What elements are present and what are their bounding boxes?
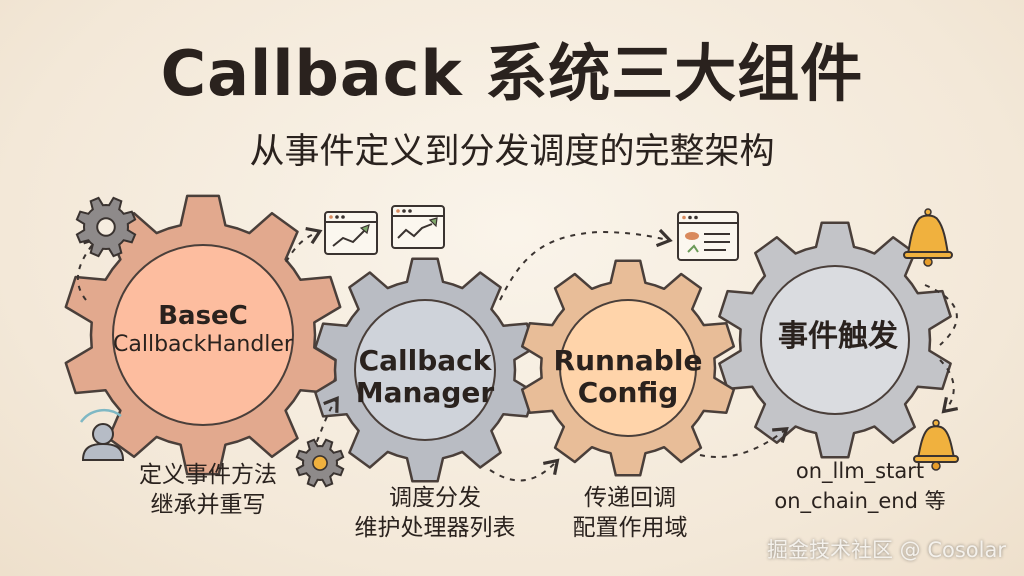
gear-label-trigger: 事件触发 [748, 319, 928, 355]
gear-icon [75, 196, 137, 258]
user-icon [79, 408, 125, 461]
page-subtitle: 从事件定义到分发调度的完整架构 [249, 132, 775, 172]
bell-icon [913, 419, 959, 471]
caption-trigger: on_llm_start on_chain_end 等 [755, 456, 965, 516]
gear-label-line: Callback [358, 344, 492, 377]
caption-config: 传递回调 配置作用域 [555, 483, 705, 543]
caption-handler: 定义事件方法 继承并重写 [118, 460, 298, 520]
caption-line: 传递回调 [584, 485, 676, 511]
chart-window-icon [324, 211, 378, 255]
small-gear-icon [295, 438, 345, 488]
page-title: Callback 系统三大组件 [160, 37, 864, 110]
chart-window-icon [391, 205, 445, 249]
bell-icon [903, 208, 953, 267]
connector-arrow [489, 458, 560, 482]
gear-2 [314, 257, 536, 483]
caption-line: on_chain_end 等 [774, 489, 946, 513]
caption-manager: 调度分发 维护处理器列表 [335, 483, 535, 543]
caption-line: 调度分发 [389, 485, 481, 511]
connector-arrow [285, 227, 323, 263]
gear-label-line: BaseC [158, 301, 248, 331]
caption-line: 配置作用域 [572, 515, 688, 541]
watermark: 掘金技术社区 @ Cosolar [767, 538, 1006, 562]
gear-label-manager: Callback Manager [335, 344, 515, 410]
caption-line: 继承并重写 [150, 492, 266, 518]
connector-arrow [499, 228, 673, 301]
caption-line: 维护处理器列表 [354, 515, 516, 541]
connector-arrow [924, 284, 958, 346]
connector-arrow [699, 426, 789, 459]
gear-1 [64, 194, 342, 476]
gear-4 [718, 221, 952, 459]
gear-label-line: 事件触发 [778, 319, 898, 354]
gear-label-line: Config [577, 376, 679, 410]
chart-window-icon [677, 211, 739, 261]
gear-3 [520, 259, 736, 477]
gear-label-line: CallbackHandler [113, 331, 293, 357]
gear-label-line: Manager [355, 376, 495, 410]
gear-label-config: Runnable Config [538, 344, 718, 410]
gear-label-line: Runnable [553, 344, 703, 377]
caption-line: on_llm_start [795, 459, 925, 483]
caption-line: 定义事件方法 [139, 462, 277, 488]
gear-label-handler: BaseC CallbackHandler [108, 301, 298, 357]
